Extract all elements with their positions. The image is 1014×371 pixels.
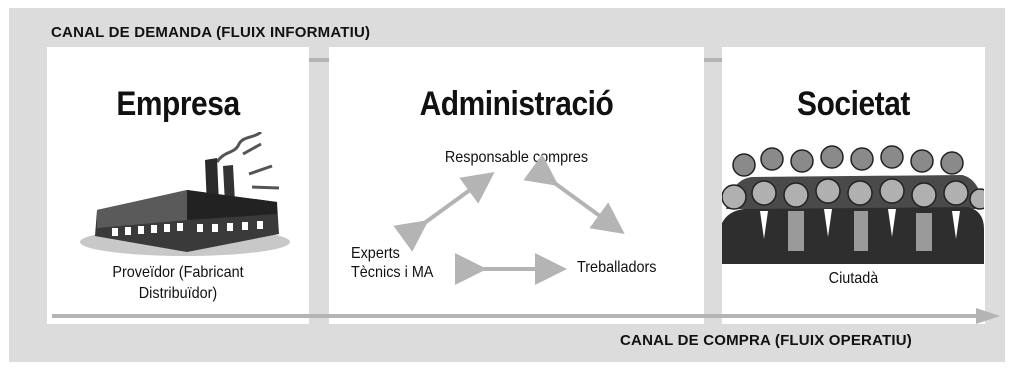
society-title: Societat bbox=[797, 85, 910, 123]
company-panel: Empresa Proveïdor (Fabricant Distribuïdo… bbox=[47, 47, 309, 324]
company-caption-line1: Proveïdor (Fabricant bbox=[112, 264, 244, 281]
society-panel: Societat Ciutadà bbox=[722, 47, 985, 324]
node-treballadors: Treballadors bbox=[577, 259, 657, 276]
node-experts-line1: Experts bbox=[351, 245, 400, 262]
society-caption: Ciutadà bbox=[828, 270, 879, 287]
administration-title: Administració bbox=[419, 85, 614, 123]
demand-channel-label: CANAL DE DEMANDA (FLUIX INFORMATIU) bbox=[51, 24, 371, 41]
company-caption-line2: Distribuïdor) bbox=[138, 285, 218, 302]
factory-icon bbox=[80, 132, 290, 256]
company-title: Empresa bbox=[116, 85, 240, 123]
purchase-channel-label: CANAL DE COMPRA (FLUIX OPERATIU) bbox=[620, 332, 912, 349]
node-experts-line2: Tècnics i MA bbox=[351, 264, 434, 281]
administration-panel: Administració Responsable compres Expert… bbox=[329, 47, 704, 324]
crowd-icon bbox=[722, 145, 984, 264]
relationship-arrows bbox=[393, 154, 625, 285]
